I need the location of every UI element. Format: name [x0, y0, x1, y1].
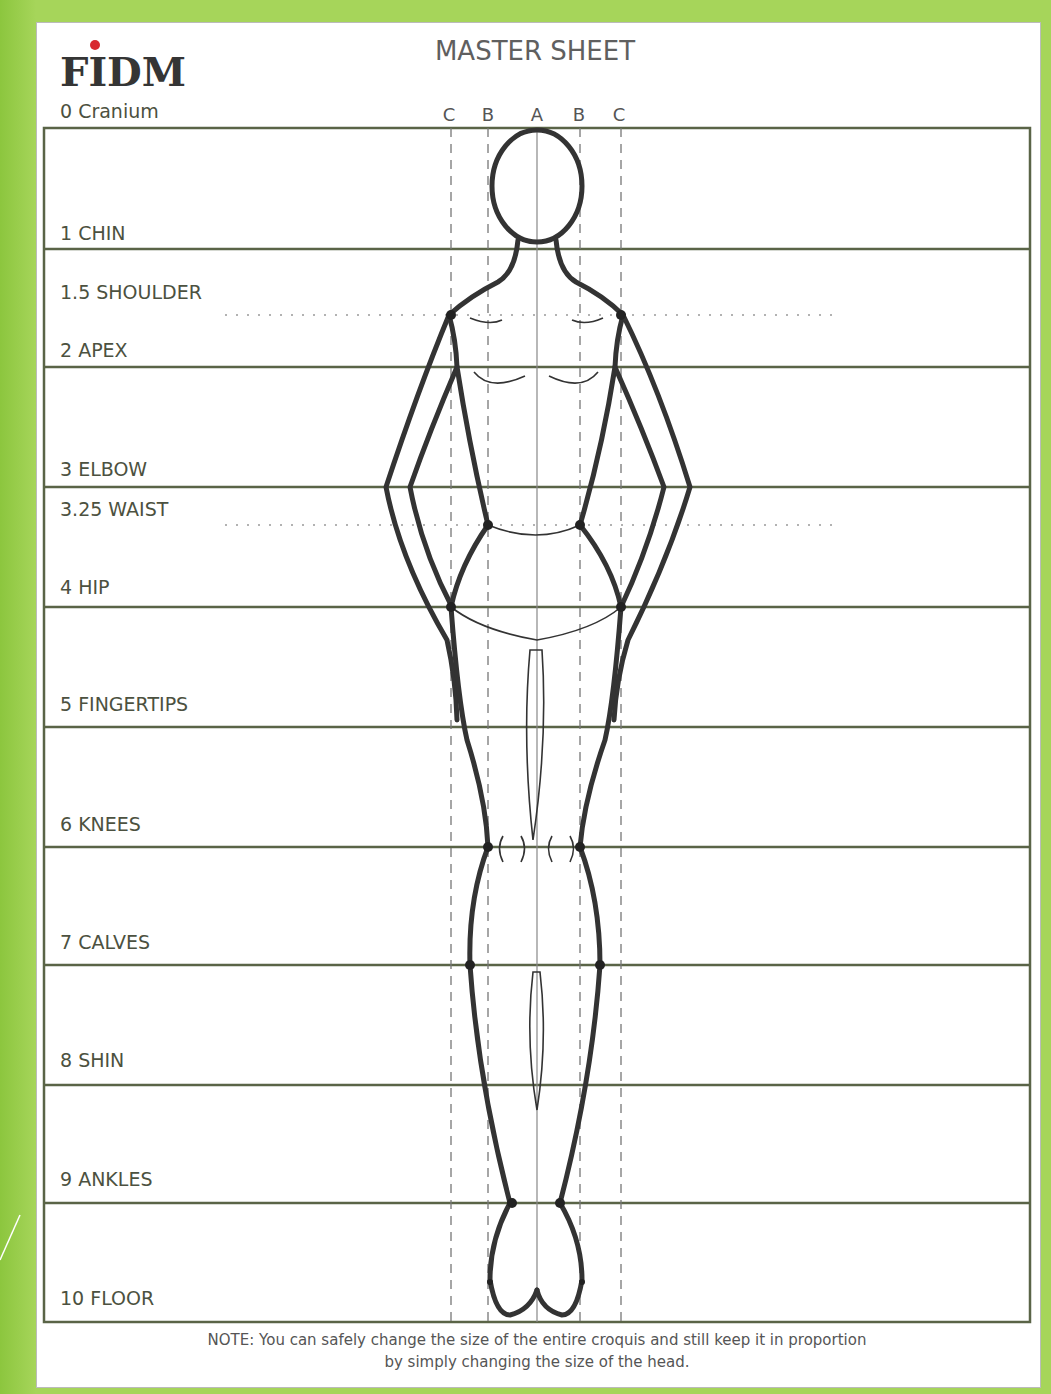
column-letter: B: [482, 106, 494, 124]
proportion-label: 9 ANKLES: [60, 1170, 152, 1189]
column-letter: B: [573, 106, 585, 124]
column-letter: A: [531, 106, 543, 124]
proportion-label: 4 HIP: [60, 578, 109, 597]
proportion-label: 10 FLOOR: [60, 1289, 154, 1308]
proportion-label: 1.5 SHOULDER: [60, 283, 202, 302]
proportion-label: 6 KNEES: [60, 815, 141, 834]
proportion-label: 3.25 WAIST: [60, 500, 168, 519]
note-caption: NOTE: You can safely change the size of …: [197, 1330, 877, 1374]
proportion-label: 0 Cranium: [60, 102, 159, 121]
proportion-label: 1 CHIN: [60, 224, 126, 243]
proportion-label: 3 ELBOW: [60, 460, 147, 479]
proportion-label: 5 FINGERTIPS: [60, 695, 188, 714]
proportion-label: 8 SHIN: [60, 1051, 124, 1070]
column-letter: C: [443, 106, 456, 124]
sheet-title: MASTER SHEET: [435, 38, 635, 64]
column-letter: C: [613, 106, 626, 124]
proportion-label: 2 APEX: [60, 341, 128, 360]
proportion-label: 7 CALVES: [60, 933, 150, 952]
brand-logo: FIDM: [60, 52, 186, 92]
